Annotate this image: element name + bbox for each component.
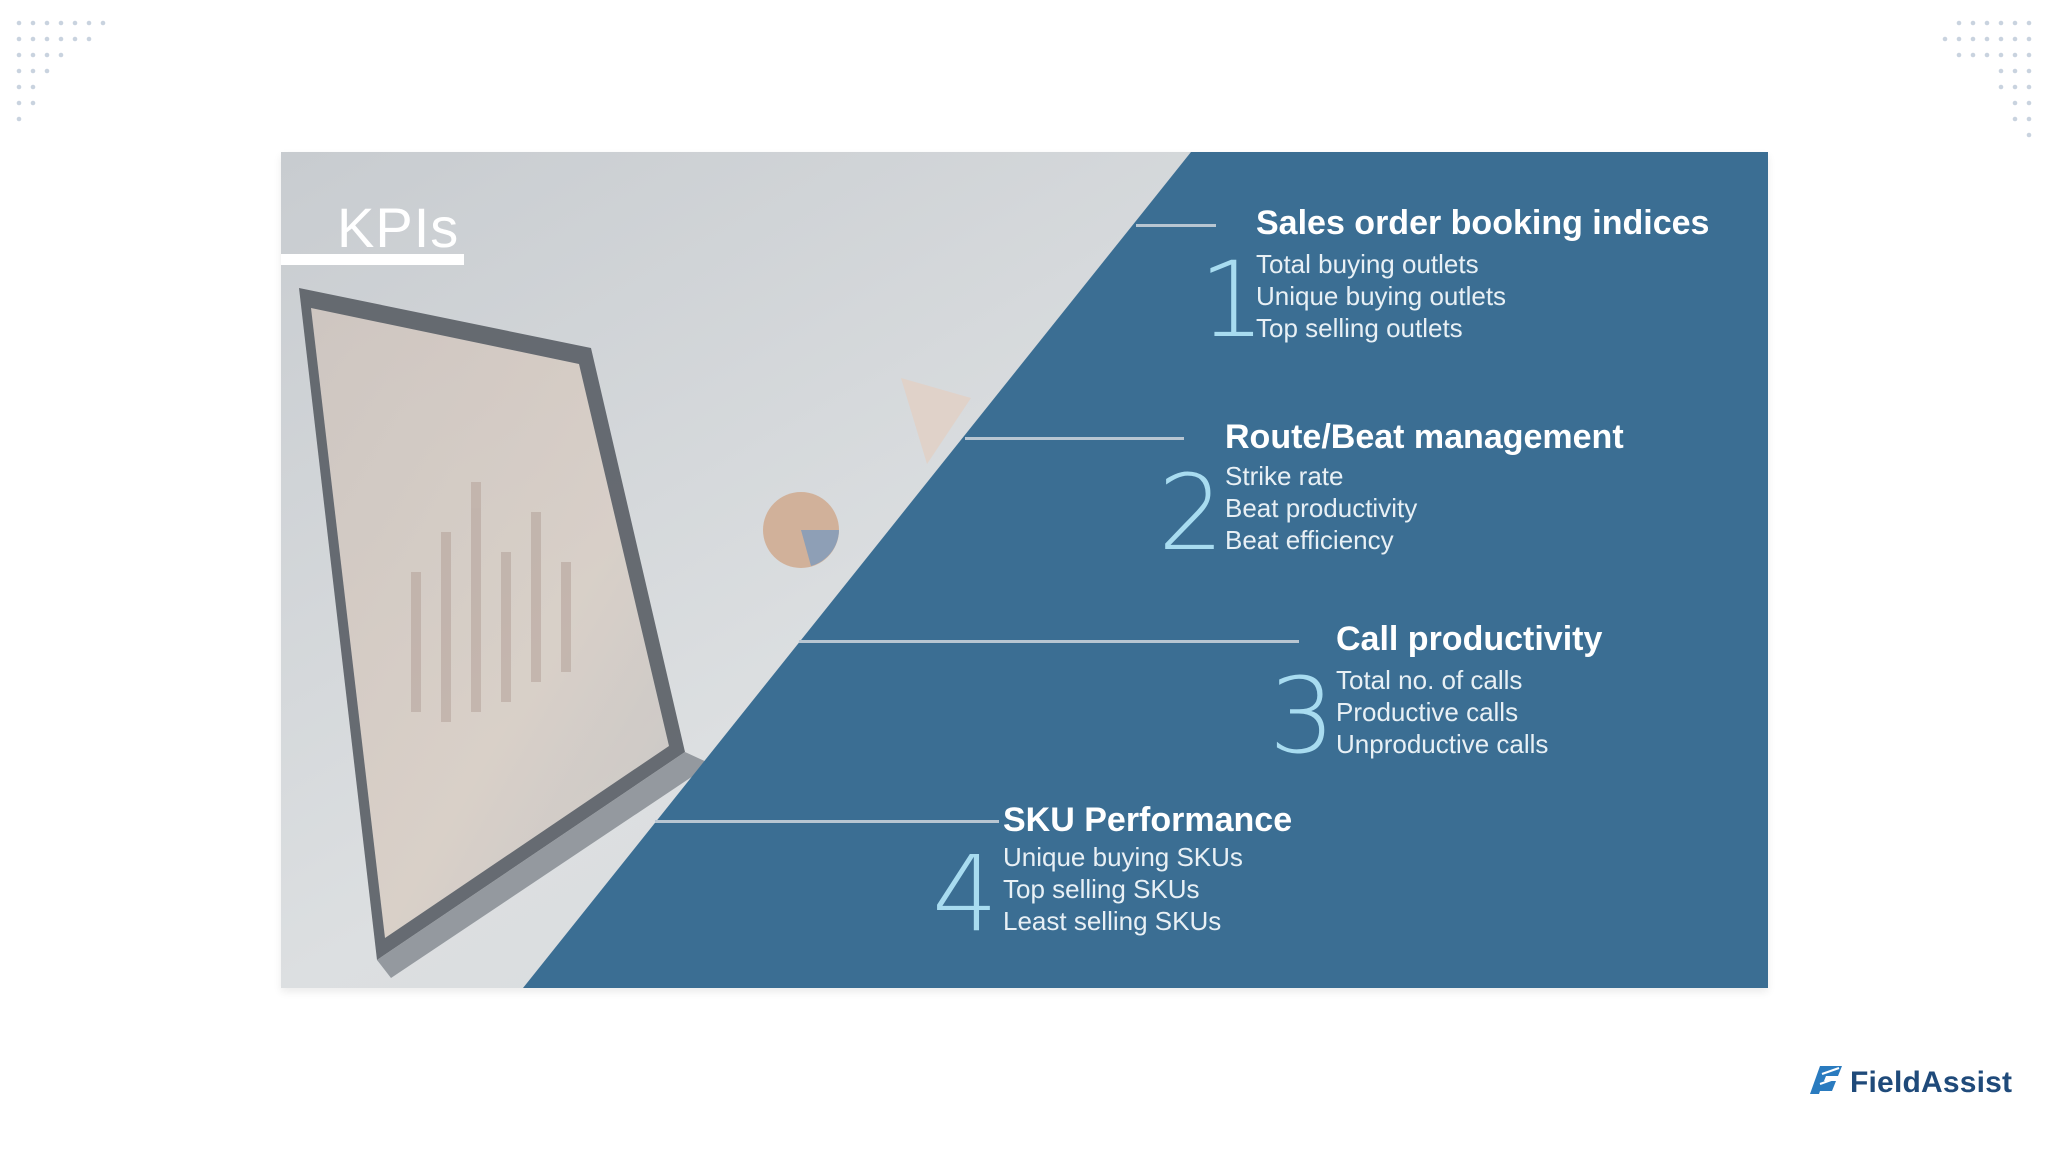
kpi-1-item: Total buying outlets	[1256, 249, 1479, 279]
kpi-3-heading: Call productivity	[1336, 620, 1603, 658]
kpi-2-item: Beat efficiency	[1225, 525, 1394, 555]
fieldassist-brand: FieldAssist	[1808, 1064, 2012, 1101]
kpi-4-item: Top selling SKUs	[1003, 874, 1200, 904]
blue-panel	[523, 152, 1768, 988]
pie-chart-prop	[763, 378, 971, 568]
dot-grid-decoration-right	[1904, 18, 2034, 148]
kpi-2-heading: Route/Beat management	[1225, 418, 1624, 456]
kpi-1-list: Total buying outlets Unique buying outle…	[1256, 248, 1506, 344]
kpi-slide: KPIs 1 Sales order booking indices Total…	[281, 152, 1768, 988]
kpi-2-item: Strike rate	[1225, 461, 1344, 491]
title-underline	[281, 254, 464, 265]
kpi-1-heading: Sales order booking indices	[1256, 204, 1710, 242]
kpi-2-connector	[965, 437, 1184, 440]
kpi-4-list: Unique buying SKUs Top selling SKUs Leas…	[1003, 841, 1243, 937]
dot-grid-decoration-left	[14, 18, 144, 128]
kpi-4-heading: SKU Performance	[1003, 801, 1293, 839]
slide-title: KPIs	[337, 196, 460, 259]
brand-name: FieldAssist	[1850, 1065, 2013, 1099]
kpi-1-connector	[1136, 224, 1216, 227]
kpi-2-number: 2	[1158, 452, 1225, 574]
kpi-3-item: Productive calls	[1336, 697, 1519, 727]
kpi-3-connector	[799, 640, 1299, 643]
kpi-3-item: Unproductive calls	[1336, 729, 1549, 759]
kpi-4-number: 4	[932, 833, 999, 955]
kpi-2-list: Strike rate Beat productivity Beat effic…	[1225, 460, 1417, 556]
kpi-4-connector	[655, 820, 999, 823]
kpi-3-list: Total no. of calls Productive calls Unpr…	[1336, 664, 1548, 760]
kpi-1-item: Unique buying outlets	[1256, 281, 1507, 311]
fieldassist-logo-icon	[1808, 1064, 1844, 1101]
kpi-1-item: Top selling outlets	[1256, 313, 1463, 343]
kpi-3-item: Total no. of calls	[1336, 665, 1523, 695]
laptop-photo	[299, 288, 711, 978]
slide-background	[281, 152, 1768, 988]
kpi-3-number: 3	[1269, 655, 1336, 777]
kpi-4-item: Least selling SKUs	[1003, 906, 1222, 936]
kpi-4-item: Unique buying SKUs	[1003, 842, 1243, 872]
kpi-1-number: 1	[1199, 239, 1266, 361]
kpi-2-item: Beat productivity	[1225, 493, 1418, 523]
